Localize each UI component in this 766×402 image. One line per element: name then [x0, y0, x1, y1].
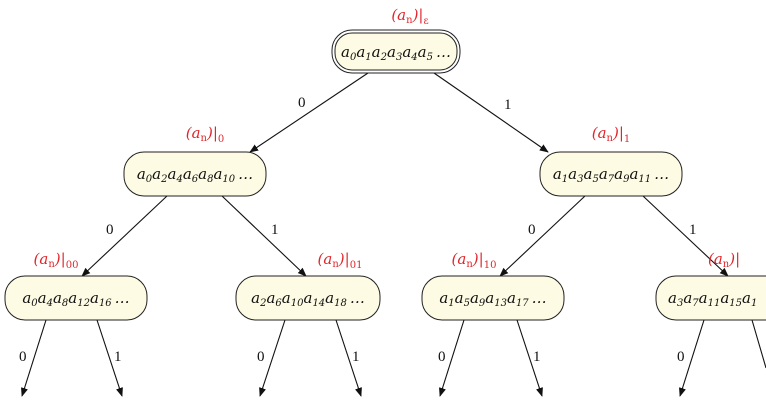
edge-n11-right	[751, 319, 766, 369]
root-node: a0a1a2a3a4a5… (an)|ε	[331, 6, 461, 74]
edge-label-root-1: 1	[504, 97, 512, 113]
node-1: a1a3a5a7a9a11… (an)|1	[539, 124, 683, 197]
edge-label-n1-0: 0	[528, 222, 536, 238]
node-11: a3a7a11a15a1 (an)|	[655, 250, 766, 321]
node-11-sequence: a3a7a11a15a1	[668, 289, 757, 309]
node-00-label: (an)|00	[34, 250, 79, 271]
node-10-sequence: a1a5a9a13a17…	[439, 289, 546, 309]
node-1-label: (an)|1	[592, 124, 631, 145]
edge-n1-n11	[642, 195, 729, 277]
edge-label-n0-1: 1	[271, 222, 279, 238]
node-10-box	[421, 275, 565, 321]
edge-label-n1-1: 1	[689, 222, 697, 238]
edge-n0-n00	[81, 195, 168, 277]
edge-n10-right	[516, 319, 543, 397]
root-node-outer-border	[331, 29, 461, 74]
edge-labels: 0 1 0 1 0 1 0 1 0 1 0 1 0	[19, 95, 697, 365]
node-01: a2a6a10a14a18… (an)|01	[235, 250, 381, 321]
edge-n00-right	[96, 319, 123, 397]
node-0-box	[123, 151, 267, 197]
node-0-label: (an)|0	[186, 124, 225, 145]
node-00-sequence: a0a4a8a12a16…	[22, 289, 129, 309]
edge-root-n0	[249, 72, 369, 153]
edge-n11-left	[679, 319, 705, 397]
edge-label-n00-1: 1	[114, 349, 122, 365]
node-01-label: (an)|01	[318, 250, 363, 271]
edge-n10-left	[439, 319, 465, 397]
edge-label-n0-0: 0	[106, 222, 114, 238]
edge-n1-n10	[499, 195, 586, 277]
root-node-label: (an)|ε	[391, 6, 428, 27]
edge-label-root-0: 0	[298, 95, 306, 111]
edges	[21, 72, 766, 397]
node-01-sequence: a2a6a10a14a18…	[251, 289, 365, 309]
edge-n01-left	[259, 319, 286, 397]
root-node-sequence: a0a1a2a3a4a5…	[341, 43, 451, 63]
edge-n01-right	[335, 319, 362, 397]
node-0: a0a2a4a6a8a10… (an)|0	[123, 124, 267, 197]
edge-label-n10-0: 0	[438, 349, 446, 365]
node-1-sequence: a1a3a5a7a9a11…	[553, 165, 669, 185]
root-node-box	[334, 32, 458, 71]
node-0-sequence: a0a2a4a6a8a10…	[137, 165, 253, 185]
node-01-box	[235, 275, 381, 321]
node-00-box	[4, 275, 148, 321]
node-10-label: (an)|10	[452, 250, 497, 271]
node-11-box	[655, 275, 766, 321]
node-00: a0a4a8a12a16… (an)|00	[4, 250, 148, 321]
edge-label-n10-1: 1	[533, 349, 541, 365]
edge-label-n01-0: 0	[257, 349, 265, 365]
edge-label-n00-0: 0	[19, 349, 27, 365]
edge-label-n01-1: 1	[352, 349, 360, 365]
edge-n0-n01	[221, 195, 307, 277]
node-1-box	[539, 151, 683, 197]
node-10: a1a5a9a13a17… (an)|10	[421, 250, 565, 321]
edge-root-n1	[433, 72, 549, 153]
edge-n00-left	[21, 319, 47, 397]
edge-label-n11-0: 0	[677, 349, 685, 365]
node-11-label: (an)|	[708, 250, 740, 270]
